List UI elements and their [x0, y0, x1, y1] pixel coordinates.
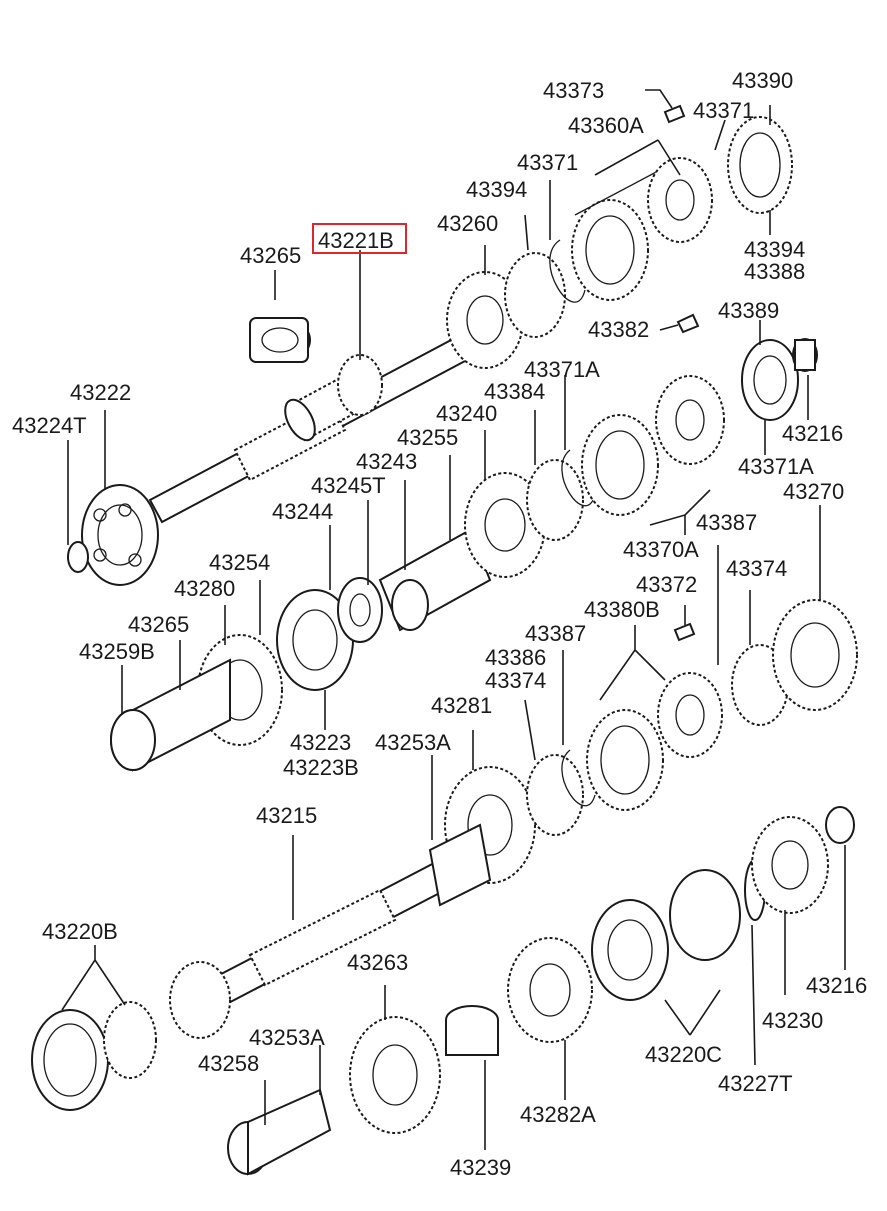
label-43387-top: 43387 [696, 510, 757, 535]
label-43263: 43263 [347, 950, 408, 975]
label-43388: 43388 [744, 259, 805, 284]
bearing-43220B [31, 1001, 157, 1111]
countershaft-43215 [169, 858, 457, 1039]
nut-43216-top [792, 338, 818, 372]
label-43255: 43255 [397, 425, 458, 450]
label-43371: 43371 [517, 150, 578, 175]
snap-ring-43224T [67, 541, 89, 573]
label-43360A: 43360A [568, 113, 644, 138]
label-43371A: 43371A [524, 357, 600, 382]
shaft-43259B [110, 658, 231, 772]
sleeve-43370A [581, 414, 659, 516]
spring-43387 [561, 749, 596, 807]
label-43259B: 43259B [79, 639, 155, 664]
label-43384: 43384 [484, 379, 545, 404]
key-43382 [676, 313, 700, 334]
sleeve-43380B [586, 709, 664, 811]
label-43281: 43281 [431, 693, 492, 718]
label-43374-right: 43374 [726, 556, 787, 581]
label-43371-top: 43371 [693, 98, 754, 123]
spacer-43244 [337, 577, 383, 643]
label-43245T: 43245T [311, 473, 386, 498]
key-43372 [673, 622, 696, 642]
label-43382: 43382 [588, 317, 649, 342]
label-43240: 43240 [436, 401, 497, 426]
label-43224T: 43224T [12, 413, 87, 438]
gear-43230 [751, 816, 829, 914]
label-43223B: 43223B [283, 755, 359, 780]
label-43253A-bottom: 43253A [249, 1025, 325, 1050]
spring-43371-top [549, 239, 586, 303]
label-43394-right: 43394 [744, 237, 805, 262]
label-43230: 43230 [762, 1008, 823, 1033]
nut-43216-bottom [825, 806, 855, 844]
label-43216-top: 43216 [782, 421, 843, 446]
label-43258: 43258 [198, 1051, 259, 1076]
label-43260: 43260 [437, 211, 498, 236]
gear-43282A [507, 937, 593, 1043]
label-43282A: 43282A [520, 1102, 596, 1127]
needle-bearing-43265-top [249, 317, 311, 363]
label-43253A: 43253A [375, 730, 451, 755]
hub-43370A [655, 375, 725, 465]
label-43265-top: 43265 [240, 243, 301, 268]
gear-43263 [349, 1016, 441, 1134]
label-43220C: 43220C [645, 1042, 722, 1067]
key-43373 [663, 104, 686, 124]
label-43280: 43280 [174, 576, 235, 601]
label-43265-mid: 43265 [128, 612, 189, 637]
bearing-43220C [591, 869, 741, 1001]
hub-43360A [647, 157, 713, 243]
label-43244: 43244 [272, 499, 333, 524]
leader-lines [61, 89, 846, 1150]
label-43215: 43215 [256, 803, 317, 828]
label-43387: 43387 [525, 621, 586, 646]
label-43243: 43243 [356, 449, 417, 474]
shaft-43258 [227, 1088, 332, 1176]
label-43270: 43270 [783, 479, 844, 504]
part-labels: 43373 43390 43360A 43371 43371 43394 433… [12, 68, 867, 1180]
synchro-ring-43394 [504, 252, 566, 338]
spring-43371A-mid [561, 449, 596, 507]
needle-bearing-43253A-top [428, 823, 492, 907]
ring-43390 [727, 116, 793, 214]
ring-43389 [741, 339, 799, 421]
label-43254: 43254 [209, 550, 270, 575]
label-43371A-right: 43371A [738, 454, 814, 479]
label-43216-bottom: 43216 [806, 973, 867, 998]
label-43239: 43239 [450, 1155, 511, 1180]
label-43223: 43223 [290, 730, 351, 755]
label-43372: 43372 [636, 572, 697, 597]
label-43374: 43374 [485, 668, 546, 693]
label-43222: 43222 [70, 380, 131, 405]
bearing-43222 [81, 484, 159, 586]
sleeve-43221B [337, 354, 383, 416]
gear-43270 [772, 599, 858, 711]
label-43220B: 43220B [42, 919, 118, 944]
label-43386: 43386 [485, 645, 546, 670]
hub-43380B [657, 672, 723, 758]
label-43390: 43390 [732, 68, 793, 93]
label-43389: 43389 [718, 298, 779, 323]
label-43394: 43394 [466, 177, 527, 202]
synchro-ring-43386 [526, 754, 584, 836]
label-43370A: 43370A [623, 537, 699, 562]
label-43227T: 43227T [718, 1071, 793, 1096]
highlight-box-43221B [312, 223, 407, 254]
label-43221B: 43221B [318, 228, 394, 253]
synchro-ring-43384 [526, 459, 584, 541]
sleeve-43360A [571, 169, 661, 301]
label-43373: 43373 [543, 78, 604, 103]
sleeve-43239 [445, 1005, 499, 1056]
collar-43243 [378, 528, 492, 632]
label-43380B: 43380B [584, 597, 660, 622]
